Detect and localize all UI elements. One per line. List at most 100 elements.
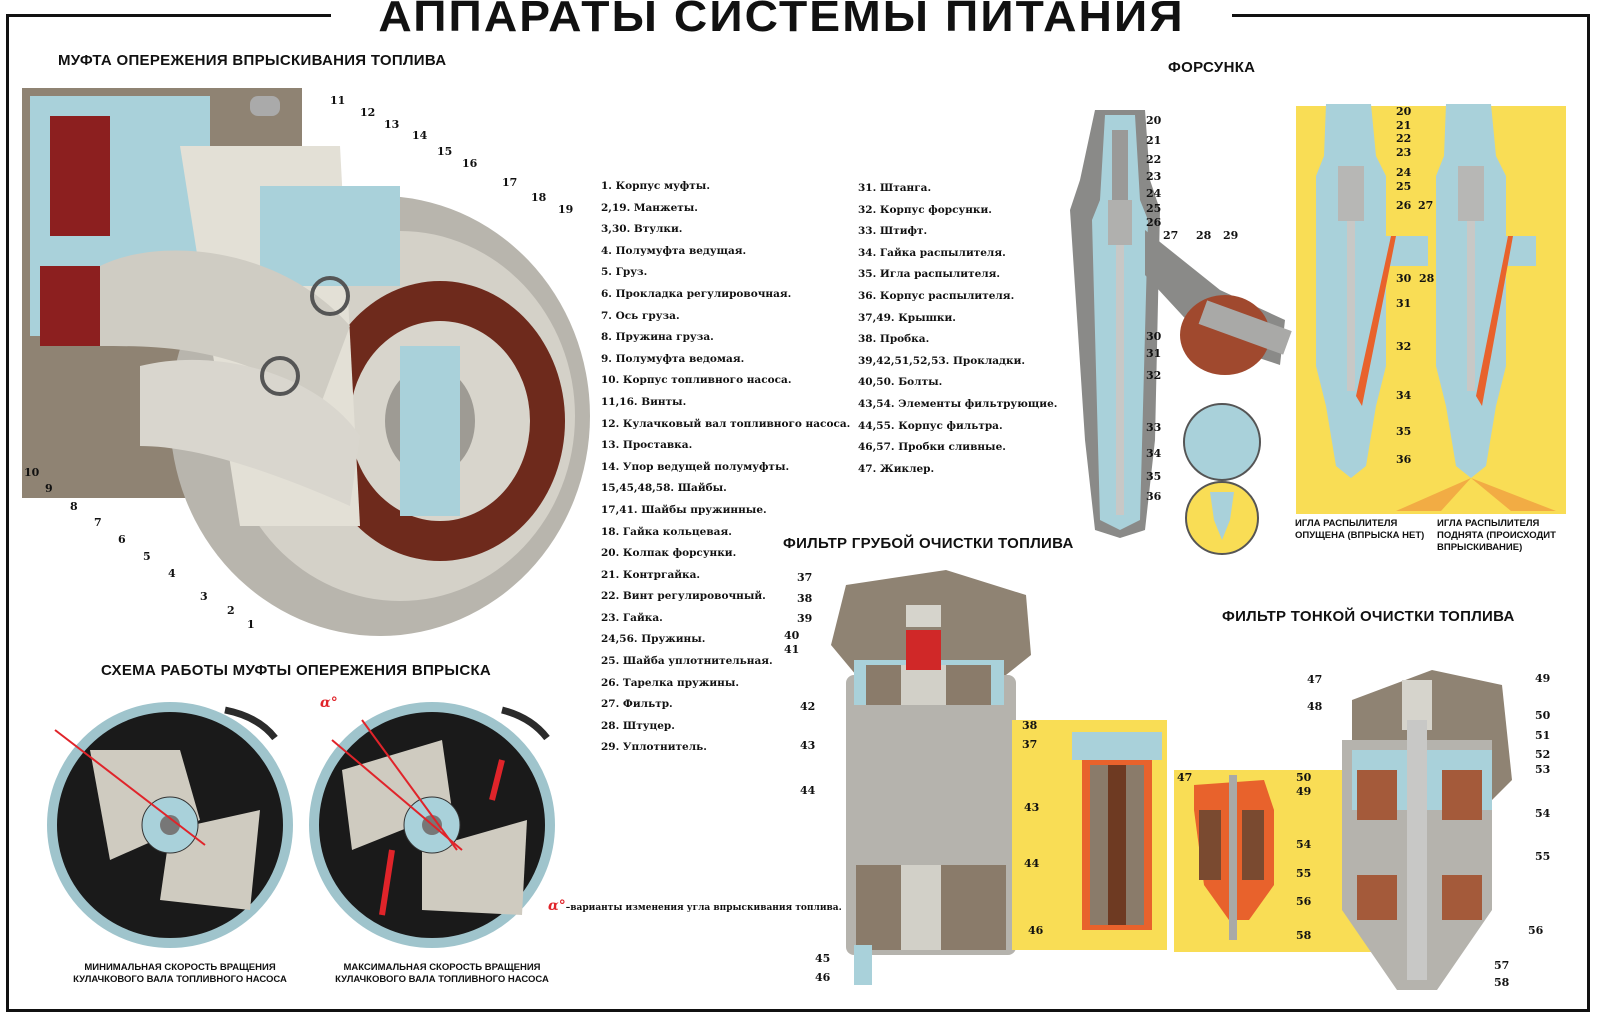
coupling-scheme-max-speed [309,702,555,948]
fine-callout-54: 54 [1535,807,1551,820]
callout-15: 15 [437,145,453,158]
caption-min-speed-line2: КУЛАЧКОВОГО ВАЛА ТОПЛИВНОГО НАСОСА [73,974,287,985]
injector-callout-20: 20 [1146,114,1162,127]
scheme-callout-22: 22 [1396,132,1412,145]
fine-callout-58: 58 [1494,976,1510,989]
legend-item: 9. Полумуфта ведомая. [601,352,745,365]
section-title-coupling: МУФТА ОПЕРЕЖЕНИЯ ВПРЫСКИВАНИЯ ТОПЛИВА [58,52,447,69]
scheme-callout-27: 27 [1418,199,1434,212]
injector-callout-30: 30 [1146,330,1162,343]
callout-9: 9 [45,482,53,495]
fine-scheme-callout-56: 56 [1296,895,1312,908]
injector-callout-29: 29 [1223,229,1239,242]
coarse-callout-45: 45 [815,952,831,965]
coupling-scheme-min-speed [47,702,293,948]
fine-scheme-callout-55: 55 [1296,867,1312,880]
fine-callout-55: 55 [1535,850,1551,863]
legend-item: 34. Гайка распылителя. [858,246,1006,259]
coarse-callout-43: 43 [800,739,816,752]
legend-item: 26. Тарелка пружины. [601,676,740,689]
coarse-filter-cutaway [831,570,1031,985]
legend-item: 21. Контргайка. [601,568,701,581]
fine-scheme-callout-50: 50 [1296,771,1312,784]
caption-min-speed-line1: МИНИМАЛЬНАЯ СКОРОСТЬ ВРАЩЕНИЯ [84,962,276,973]
fine-callout-49: 49 [1535,672,1551,685]
callout-4: 4 [168,567,176,580]
legend-item: 40,50. Болты. [858,376,943,389]
legend-item: 47. Жиклер. [858,462,935,475]
coarse-callout-39: 39 [797,612,813,625]
coarse-scheme-callout-43: 43 [1024,801,1040,814]
fine-callout-47: 47 [1307,673,1323,686]
legend-item: 1. Корпус муфты. [601,180,710,192]
callout-3: 3 [200,590,208,603]
caption-needle-down: ИГЛА РАСПЫЛИТЕЛЯ ОПУЩЕНА (ВПРЫСКА НЕТ) [1295,518,1425,541]
scheme-callout-26: 26 [1396,199,1412,212]
injector-callout-23: 23 [1146,170,1162,183]
legend-item: 6. Прокладка регулировочная. [601,287,792,300]
fine-callout-48: 48 [1307,700,1323,713]
fine-callout-50: 50 [1535,709,1551,722]
injector-callout-24: 24 [1146,187,1162,200]
caption-max-speed-line2: КУЛАЧКОВОГО ВАЛА ТОПЛИВНОГО НАСОСА [335,974,549,985]
scheme-callout-23: 23 [1396,146,1412,159]
injector-cutaway-illustration [1070,110,1292,555]
legend-item: 43,54. Элементы фильтрующие. [858,397,1058,410]
scheme-callout-35: 35 [1396,425,1412,438]
coarse-callout-40: 40 [784,629,800,642]
section-title-coupling-scheme: СХЕМА РАБОТЫ МУФТЫ ОПЕРЕЖЕНИЯ ВПРЫСКА [101,662,492,679]
section-title-injector: ФОРСУНКА [1168,59,1256,76]
scheme-callout-30: 30 [1396,272,1412,285]
caption-max-speed: МАКСИМАЛЬНАЯ СКОРОСТЬ ВРАЩЕНИЯ КУЛАЧКОВО… [322,962,562,986]
coarse-callout-42: 42 [800,700,816,713]
legend-item: 22. Винт регулировочный. [601,590,766,603]
fine-callout-56: 56 [1528,924,1544,937]
scheme-callout-32: 32 [1396,340,1412,353]
legend-column-2: 31. Штанга. 32. Корпус форсунки. 33. Шти… [858,178,1057,480]
callout-17: 17 [502,176,518,189]
legend-item: 39,42,51,52,53. Прокладки. [858,354,1026,367]
injector-callout-32: 32 [1146,369,1162,382]
coarse-scheme-callout-46: 46 [1028,924,1044,937]
legend-item: 29. Уплотнитель. [601,741,707,754]
coarse-callout-44: 44 [800,784,816,797]
callout-10: 10 [24,466,40,479]
fine-callout-57: 57 [1494,959,1510,972]
scheme-callout-25: 25 [1396,180,1412,193]
alpha-note-text: –варианты изменения угла впрыскивания то… [565,903,842,913]
callout-14: 14 [412,129,428,142]
callout-8: 8 [70,500,78,513]
legend-item: 3,30. Втулки. [601,223,683,236]
legend-item: 17,41. Шайбы пружинные. [601,503,767,516]
injector-callout-33: 33 [1146,421,1162,434]
legend-item: 12. Кулачковый вал топливного насоса. [601,417,851,430]
injector-callout-31: 31 [1146,347,1162,360]
alpha-note: α°–варианты изменения угла впрыскивания … [548,898,842,914]
injector-callout-25: 25 [1146,202,1162,215]
scheme-callout-36: 36 [1396,453,1412,466]
callout-16: 16 [462,157,478,170]
callout-7: 7 [94,516,102,529]
legend-item: 10. Корпус топливного насоса. [601,374,792,387]
section-title-coarse-filter: ФИЛЬТР ГРУБОЙ ОЧИСТКИ ТОПЛИВА [783,535,1074,552]
fine-scheme-callout-47: 47 [1177,771,1193,784]
title-rule-right [1232,14,1590,17]
legend-item: 32. Корпус форсунки. [858,203,992,216]
injector-operation-scheme [1296,104,1566,514]
callout-2: 2 [227,604,235,617]
caption-needle-up: ИГЛА РАСПЫЛИТЕЛЯ ПОДНЯТА (ПРОИСХОДИТ ВПР… [1437,518,1556,553]
injector-callout-27: 27 [1163,229,1179,242]
callout-1: 1 [247,618,255,631]
legend-item: 23. Гайка. [601,611,663,624]
legend-item: 44,55. Корпус фильтра. [858,419,1003,432]
legend-item: 2,19. Манжеты. [601,201,698,214]
callout-19: 19 [558,203,574,216]
coarse-callout-37: 37 [797,571,813,584]
legend-item: 28. Штуцер. [601,719,675,732]
poster-title: АППАРАТЫ СИСТЕМЫ ПИТАНИЯ [378,0,1185,41]
coarse-scheme-callout-38: 38 [1022,719,1038,732]
legend-item: 25. Шайба уплотнительная. [601,655,773,668]
fine-scheme-callout-58: 58 [1296,929,1312,942]
poster-frame [6,14,1590,1012]
scheme-callout-20: 20 [1396,105,1412,118]
